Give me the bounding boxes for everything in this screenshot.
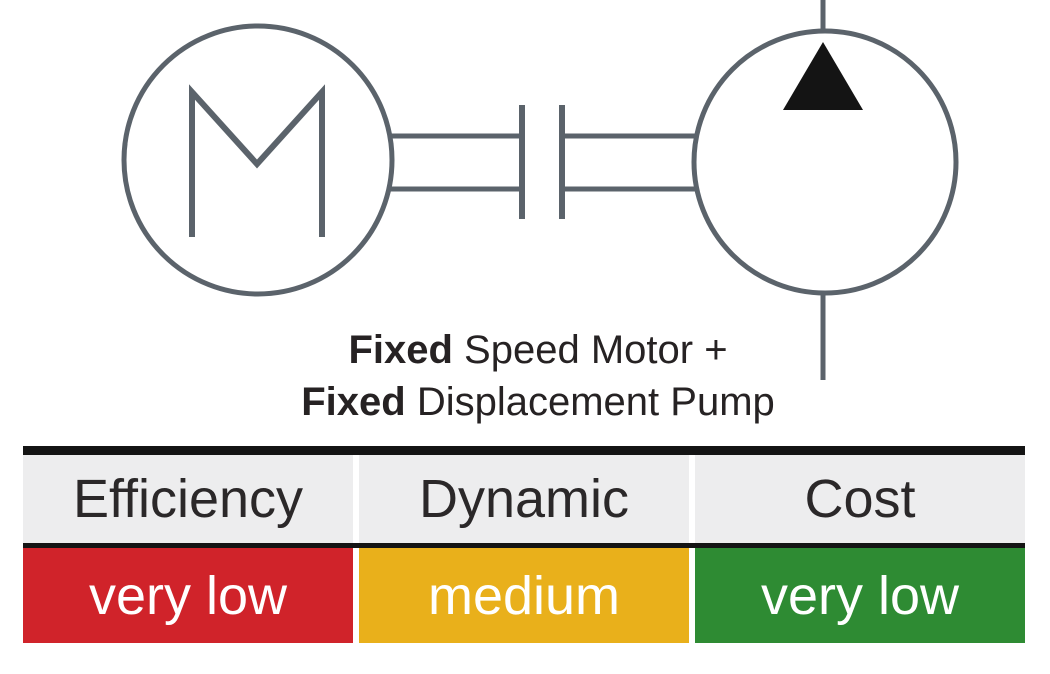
header-cost: Cost [695, 455, 1025, 543]
header-efficiency: Efficiency [23, 455, 353, 543]
value-cost: very low [695, 548, 1025, 643]
motor-circle [121, 23, 395, 297]
value-efficiency: very low [23, 548, 353, 643]
table-mid-rule [23, 543, 1025, 548]
table-top-rule [23, 446, 1025, 455]
caption-line2-bold: Fixed [301, 380, 406, 424]
value-dynamic: medium [359, 548, 689, 643]
caption: Fixed Speed Motor + Fixed Displacement P… [13, 324, 1050, 428]
pump-triangle-icon [783, 42, 863, 110]
caption-line-1: Fixed Speed Motor + [13, 324, 1050, 376]
ratings-grid: Efficiency Dynamic Cost very low medium … [23, 455, 1025, 643]
caption-line1-bold: Fixed [348, 328, 453, 372]
schematic-strokes: M [121, 0, 959, 380]
hydraulic-schematic: M [121, 0, 959, 380]
caption-line1-rest: Speed Motor + [452, 328, 728, 372]
motor-letter-m: M [189, 84, 325, 237]
header-dynamic: Dynamic [359, 455, 689, 543]
ratings-table: Efficiency Dynamic Cost very low medium … [23, 446, 1025, 643]
caption-line-2: Fixed Displacement Pump [13, 376, 1050, 428]
caption-line2-rest: Displacement Pump [405, 380, 775, 424]
